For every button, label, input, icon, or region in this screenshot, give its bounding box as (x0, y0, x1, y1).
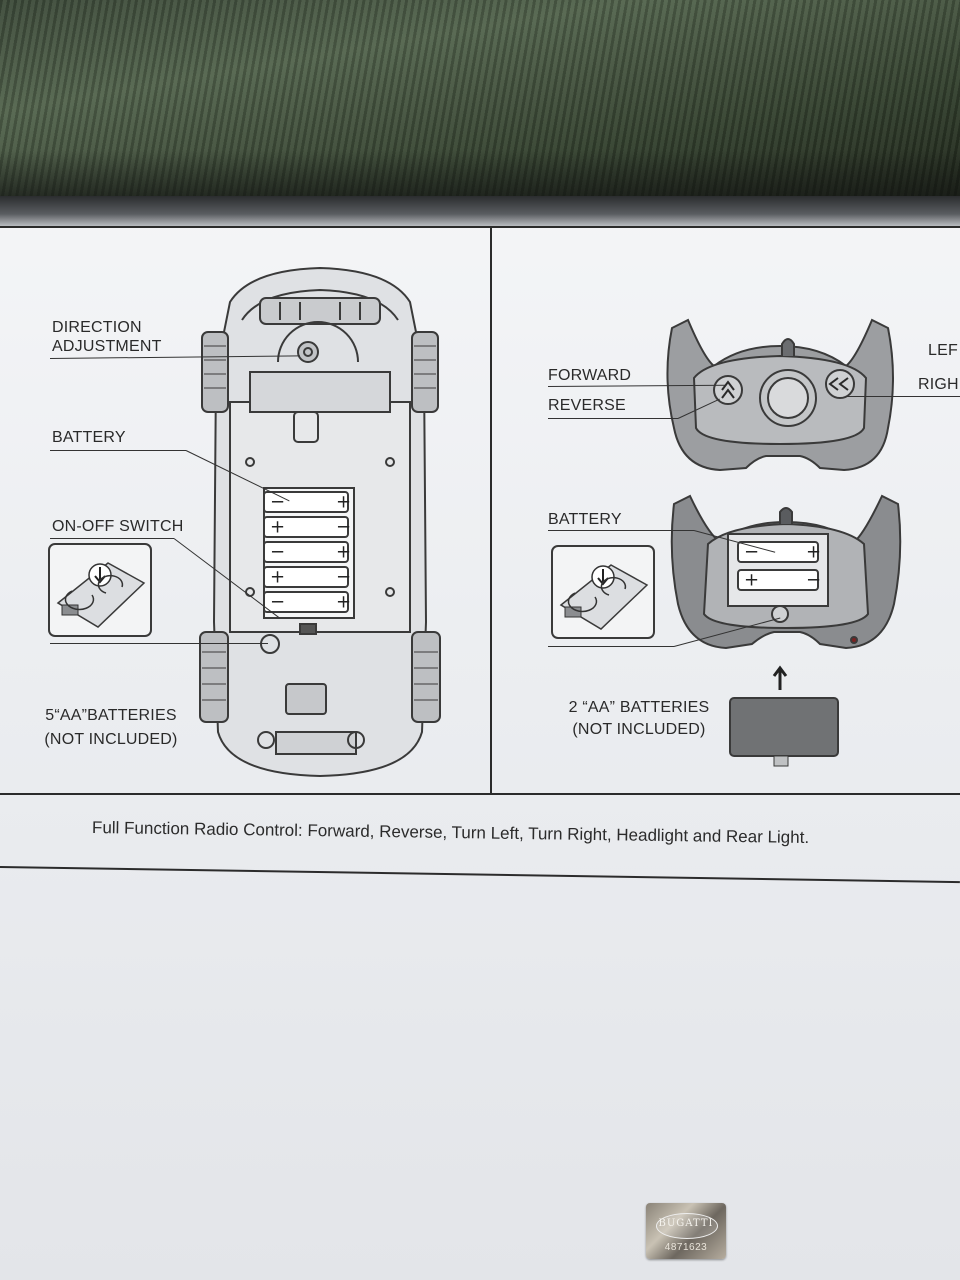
battery-cell: −+ (263, 591, 351, 613)
on-off-switch-label: ON-OFF SWITCH (52, 518, 184, 535)
direction-adjustment-label-line2: ADJUSTMENT (52, 338, 162, 355)
svg-text:+: + (806, 542, 821, 563)
car-battery-cells: −++−−++−−+ (263, 491, 351, 613)
sticker-brand: BUGATTI (658, 1218, 714, 1229)
svg-text:+: + (336, 592, 351, 613)
car-not-included-label: (NOT INCLUDED) (44, 731, 178, 748)
sticker-logo-oval (656, 1213, 718, 1239)
battery-cell: +− (263, 566, 351, 588)
right-leader (846, 396, 960, 397)
switch-inset-left (48, 543, 152, 637)
svg-text:+: + (336, 492, 351, 513)
direction-adjustment-label-line1: DIRECTION (52, 319, 142, 336)
right-label: RIGH (918, 376, 959, 393)
battery-cell: +− (263, 516, 351, 538)
hologram-sticker: BUGATTI 4871623 (646, 1203, 726, 1259)
remote-battery-cover (729, 665, 839, 767)
svg-text:−: − (336, 517, 351, 538)
sticker-serial: 4871623 (664, 1242, 708, 1253)
panel-border-bottom (0, 793, 960, 795)
svg-text:−: − (270, 592, 285, 613)
remote-front-diagram (666, 318, 894, 472)
reverse-label: REVERSE (548, 397, 626, 414)
car-aa-batteries-label: 5“AA”BATTERIES (45, 707, 177, 724)
svg-text:−: − (336, 567, 351, 588)
svg-text:+: + (270, 517, 285, 538)
remote-battery-cells: −++− (737, 541, 821, 591)
svg-text:−: − (806, 570, 821, 591)
on-off-switch-leader-c (50, 643, 268, 644)
box-edge (0, 196, 960, 226)
remote-battery-label: BATTERY (548, 511, 622, 528)
on-off-switch-leader-a (50, 538, 174, 539)
remote-battery-leader-a (548, 530, 694, 531)
svg-text:−: − (270, 542, 285, 563)
forward-label: FORWARD (548, 367, 632, 384)
car-battery-leader-a (50, 450, 186, 451)
battery-cell: −+ (263, 541, 351, 563)
svg-text:+: + (270, 567, 285, 588)
car-battery-label: BATTERY (52, 429, 126, 446)
remote-not-included-label: (NOT INCLUDED) (572, 721, 706, 738)
left-label: LEF (928, 342, 958, 359)
reverse-leader-a (548, 418, 678, 419)
svg-text:+: + (744, 570, 759, 591)
panel-border-top (0, 226, 960, 228)
switch-inset-right (551, 545, 655, 639)
remote-aa-batteries-label: 2 “AA” BATTERIES (568, 699, 710, 716)
svg-text:+: + (336, 542, 351, 563)
battery-cell: +− (737, 569, 821, 591)
panel-divider (490, 228, 492, 794)
remote-switch-leader-a (548, 646, 674, 647)
